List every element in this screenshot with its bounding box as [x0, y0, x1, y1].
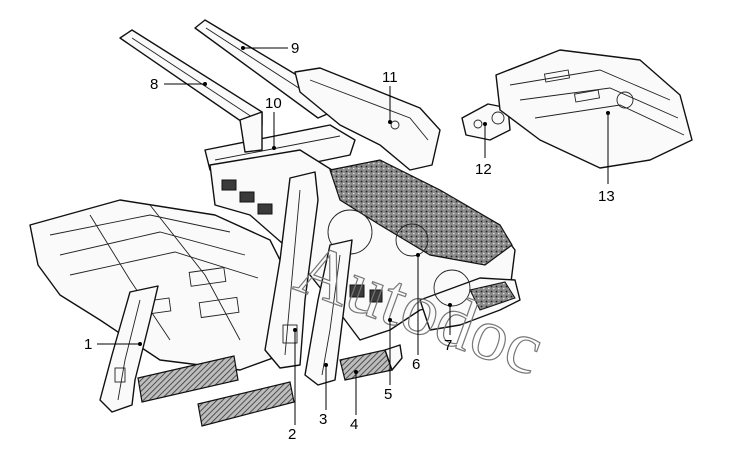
b-pillar [264, 171, 319, 369]
callout-8: 8 [150, 76, 159, 93]
callout-1: 1 [84, 336, 93, 353]
callout-10: 10 [265, 95, 282, 112]
a-pillar-lower [99, 285, 159, 413]
rocker-reinforcement [339, 344, 403, 381]
callout-2: 2 [288, 426, 297, 443]
sill-panel-rear [197, 381, 295, 427]
callout-9: 9 [291, 40, 300, 57]
callout-7: 7 [444, 337, 453, 354]
sill-panel-front [137, 355, 239, 403]
callout-12: 12 [475, 161, 492, 178]
rear-header-panel [294, 67, 441, 171]
callout-11: 11 [382, 69, 398, 86]
callout-4: 4 [350, 416, 359, 433]
callout-13: 13 [598, 188, 615, 205]
callout-6: 6 [412, 356, 421, 373]
floor-panel [29, 199, 301, 371]
callout-5: 5 [384, 386, 393, 403]
bracket [461, 103, 511, 141]
leader-lines [97, 46, 610, 425]
rear-floor-pan [495, 49, 693, 169]
rear-extension [419, 269, 521, 331]
callout-3: 3 [319, 411, 328, 428]
